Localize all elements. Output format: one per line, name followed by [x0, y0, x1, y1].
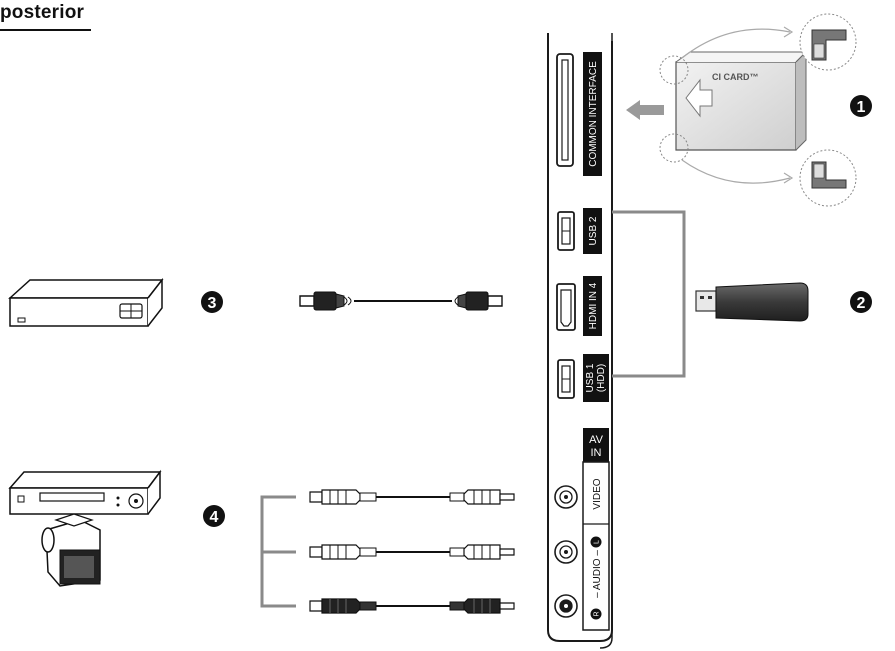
usb-flash-drive — [695, 282, 809, 322]
audio-right-jack[interactable] — [554, 594, 578, 618]
detail-arrow-top-head — [783, 26, 794, 38]
video-label: VIDEO — [592, 478, 603, 509]
camcorder — [41, 513, 101, 587]
hdmi-cable — [299, 291, 503, 311]
av-in-label: AV IN — [583, 428, 609, 462]
ci-card: CI CARD™ — [675, 50, 808, 151]
insert-arrow-icon — [626, 100, 664, 120]
detail-arrow-bottom-head — [783, 172, 794, 184]
step-2-badge: 2 — [850, 291, 872, 313]
detail-arrow-top — [681, 28, 791, 59]
ci-card-detail-top-circle — [659, 55, 689, 85]
svg-text:– AUDIO –: – AUDIO – — [592, 550, 603, 598]
svg-text:HDMI IN 4: HDMI IN 4 — [588, 282, 599, 329]
hdmi4-port[interactable] — [556, 283, 576, 331]
audio-left-jack[interactable] — [554, 540, 578, 564]
step-3-badge: 3 — [201, 291, 223, 313]
ci-card-detail-bottom — [799, 149, 857, 207]
svg-text:L: L — [594, 540, 601, 544]
svg-text:1: 1 — [857, 99, 866, 116]
page-title: posterior — [0, 2, 85, 23]
ci-card-detail-bottom-circle — [659, 133, 689, 163]
hdmi4-label: HDMI IN 4 — [583, 276, 602, 336]
rca-cable-audio-right — [309, 598, 515, 614]
detail-arrow-bottom — [681, 159, 791, 184]
svg-text:(HDD): (HDD) — [596, 364, 607, 392]
audio-label: R – AUDIO – L — [590, 536, 603, 620]
bluray-player — [8, 277, 164, 327]
svg-text:USB 1: USB 1 — [585, 363, 596, 392]
vcr — [8, 469, 162, 515]
svg-text:4: 4 — [210, 509, 219, 526]
title-underline — [0, 29, 91, 31]
svg-text:COMMON INTERFACE: COMMON INTERFACE — [588, 61, 599, 167]
svg-text:R: R — [594, 611, 601, 616]
usb-connection-line — [612, 210, 686, 378]
svg-text:AV: AV — [589, 434, 604, 446]
svg-text:USB 2: USB 2 — [588, 216, 599, 245]
rca-cable-video — [309, 489, 515, 505]
svg-text:3: 3 — [208, 295, 217, 312]
step-4-badge: 4 — [203, 505, 225, 527]
video-jack[interactable] — [554, 485, 578, 509]
av-bracket — [260, 495, 296, 608]
usb2-port[interactable] — [557, 211, 575, 251]
svg-text:IN: IN — [591, 447, 602, 459]
ci-card-detail-top — [799, 13, 857, 71]
rca-cable-audio-left — [309, 544, 515, 560]
usb2-label: USB 2 — [583, 208, 602, 254]
usb1-port[interactable] — [557, 359, 575, 399]
svg-text:CI CARD™: CI CARD™ — [712, 72, 759, 82]
step-1-badge: 1 — [850, 95, 872, 117]
common-interface-label: COMMON INTERFACE — [583, 52, 602, 176]
common-interface-slot — [556, 53, 574, 167]
svg-text:2: 2 — [857, 295, 866, 312]
usb1-label: USB 1 (HDD) — [583, 354, 609, 402]
